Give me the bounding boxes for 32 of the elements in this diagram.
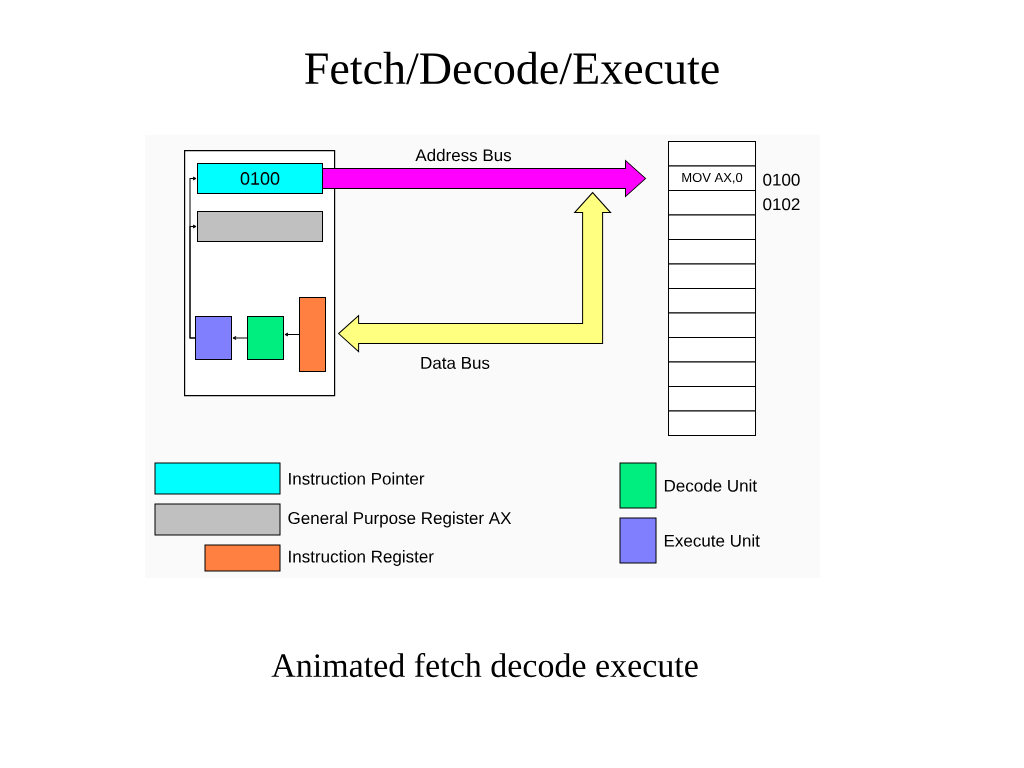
register-box [197, 211, 323, 242]
bus-arrow [322, 160, 646, 197]
bus-arrow [338, 192, 612, 353]
memory-cell [668, 141, 756, 167]
memory-cell [668, 288, 756, 314]
title: Fetch/Decode/Execute [305, 51, 719, 85]
memory-cell [668, 386, 756, 412]
legend-label: General Purpose Register AX [288, 511, 512, 528]
edge-label: Data Bus [418, 355, 492, 371]
memory-cell [668, 361, 756, 387]
memory-cell [668, 190, 756, 216]
unit-box [195, 316, 232, 360]
register-box: 0100 [197, 163, 323, 194]
memory-cell [668, 214, 756, 240]
arrow [284, 332, 300, 337]
address-label: 0100 [763, 173, 800, 186]
memory-cell [668, 337, 756, 363]
address-label: 0102 [763, 198, 800, 211]
memory-cell [668, 263, 756, 289]
arrow [189, 224, 197, 339]
memory-cell: MOV AX,0 [668, 165, 756, 191]
legend-label: Instruction Pointer [289, 472, 425, 485]
legend-label: Decode Unit [664, 479, 757, 492]
legend-label: Instruction Register [289, 550, 434, 566]
caption: Animated fetch decode execute [271, 652, 698, 678]
legend-label: Execute Unit [664, 534, 760, 547]
arrow [232, 336, 248, 340]
memory-cell [668, 410, 756, 436]
memory-cell [668, 312, 756, 338]
register-box [299, 297, 326, 372]
unit-box [247, 316, 284, 360]
memory-cell [668, 239, 756, 265]
